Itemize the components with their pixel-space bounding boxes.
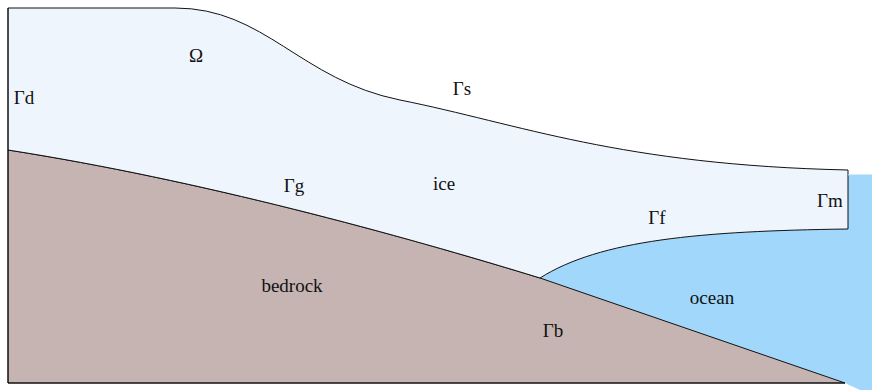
region-label: bedrock	[261, 276, 322, 295]
boundary-label: Γm	[817, 191, 843, 210]
sea-surface	[848, 175, 872, 176]
ice-region	[8, 8, 848, 278]
boundary-label: Γb	[543, 321, 563, 340]
boundary-label: Γg	[284, 176, 304, 195]
boundary-label: Γf	[648, 208, 665, 227]
boundary-label: Γd	[14, 88, 34, 107]
region-label: ice	[433, 174, 455, 193]
domain-label: Ω	[189, 46, 203, 65]
frame-left	[8, 8, 9, 383]
frame-bottom	[8, 383, 845, 384]
boundary-label: Γs	[453, 79, 471, 98]
region-label: ocean	[690, 288, 734, 307]
